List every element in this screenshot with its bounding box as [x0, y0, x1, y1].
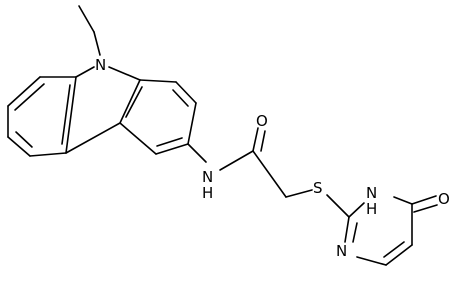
bond [7, 76, 41, 107]
bond-double [15, 131, 33, 148]
bond [119, 122, 157, 155]
bond [348, 202, 365, 218]
atom-label-carbazole-n: N [95, 56, 106, 74]
bond-carbonyl-o [252, 127, 259, 152]
bond [65, 122, 121, 154]
bond-aryl-nh [187, 143, 207, 163]
atom-label-amide-nh-line-1: N [202, 168, 213, 186]
bond-c-oxo [411, 195, 437, 205]
bond [187, 102, 197, 145]
bond [29, 152, 67, 157]
bond [356, 256, 387, 266]
bond [155, 143, 189, 155]
bond [393, 196, 413, 205]
bond-double [125, 86, 143, 118]
bond [65, 76, 77, 154]
bond [175, 81, 197, 104]
bond-double [61, 84, 71, 145]
bond-ethyl-ch2-n [93, 31, 101, 56]
bond-double [383, 241, 405, 258]
atom-label-carbonyl-o: O [256, 112, 268, 130]
atom-label-amide-nh-line-2: H [202, 184, 213, 202]
pyrimidinone-ring [344, 195, 438, 266]
atom-label-pyrimidine-n: N [336, 242, 347, 260]
atom-label-pyrimidine-nh-line-2: H [366, 200, 377, 218]
bond [139, 79, 177, 83]
bond-nh-carbonyl [219, 150, 254, 171]
bond [344, 216, 350, 243]
bond [7, 136, 31, 157]
ethyl-group [78, 5, 101, 56]
atom-label-oxo-o: O [438, 190, 450, 208]
bond [385, 244, 413, 266]
bond-double [14, 83, 45, 111]
bond-carbonyl-ch2 [252, 150, 287, 198]
bond-ethyl-ch3-ch2 [78, 5, 95, 33]
bond-double [352, 222, 358, 243]
acetamide-linker [187, 127, 350, 218]
carbazole-ring-system [7, 66, 197, 157]
bond-carbonyl-o-double [260, 130, 266, 152]
bond-c-oxo-double [413, 204, 438, 213]
atom-label-thioether-s: S [313, 179, 323, 197]
bond [75, 66, 95, 78]
bond-double [172, 89, 189, 107]
atom-label-pyrimidine-nh-line-1: N [366, 184, 377, 202]
bond-ch2-s [285, 189, 313, 198]
bond [119, 79, 141, 124]
bond-double [156, 137, 183, 147]
bond-s-pyrimidine [326, 194, 350, 218]
bond [108, 66, 141, 81]
